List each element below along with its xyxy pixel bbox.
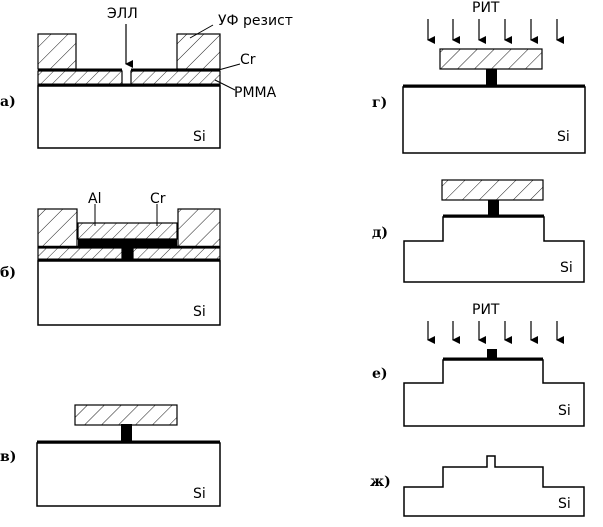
panel-letter: б) (0, 265, 16, 281)
panel-d: Si д) (372, 179, 585, 283)
rie-arrows (427, 321, 564, 344)
substrate-label: Si (557, 129, 570, 145)
uv-resist-right (177, 208, 221, 248)
pmma-layer-left (37, 247, 123, 261)
panel-letter: ж) (370, 474, 391, 490)
substrate-label: Si (193, 486, 206, 502)
cr-mask-layer (77, 222, 178, 240)
si-substrate-mesa (403, 359, 585, 427)
si-substrate (37, 260, 221, 326)
substrate-label: Si (560, 260, 573, 276)
pmma-layer-right (130, 70, 221, 86)
si-substrate (402, 86, 586, 154)
panel-a: ЭЛЛ УФ резист Cr PMMA Si а) (0, 6, 293, 149)
panel-letter: а) (0, 94, 16, 110)
si-substrate-final (403, 455, 585, 517)
leader-line (189, 24, 214, 39)
cr-label: Cr (240, 52, 256, 68)
al-fill (122, 247, 133, 261)
panel-e: РИТ Si е) (372, 302, 585, 427)
cr-mask (441, 179, 544, 201)
si-substrate-mesa (403, 216, 585, 283)
rie-label: РИТ (472, 302, 500, 318)
rie-label: РИТ (472, 0, 500, 16)
uv-resist-left (37, 33, 77, 70)
uv-resist-left (37, 208, 78, 248)
cr-mask (439, 48, 543, 70)
al-layer (78, 239, 177, 246)
si-substrate (36, 442, 221, 507)
panel-letter: г) (372, 95, 387, 111)
ell-label: ЭЛЛ (107, 6, 138, 22)
uv-resist-right (176, 33, 221, 70)
substrate-label: Si (558, 403, 571, 419)
al-pillar (121, 424, 132, 442)
al-pillar (488, 200, 499, 216)
pmma-label: PMMA (234, 85, 277, 101)
substrate-label: Si (193, 129, 206, 145)
al-pillar (486, 69, 497, 86)
panel-b: Al Cr Si б) (0, 191, 221, 326)
al-dot (487, 349, 497, 359)
panel-zh: Si ж) (370, 455, 585, 517)
panel-letter: д) (372, 225, 388, 241)
cr-label: Cr (150, 191, 166, 207)
cr-mask (74, 404, 178, 426)
al-label: Al (88, 191, 101, 207)
pmma-layer-right (132, 247, 221, 261)
si-substrate (37, 85, 221, 149)
panel-letter: е) (372, 366, 388, 382)
leader-line (214, 79, 236, 91)
panel-g: РИТ Si г) (372, 0, 586, 154)
leader-line (214, 63, 241, 72)
uv-resist-label: УФ резист (218, 13, 293, 29)
substrate-label: Si (558, 496, 571, 512)
rie-arrows (427, 19, 564, 44)
pmma-layer-left (37, 70, 123, 86)
panel-letter: в) (0, 449, 16, 465)
panel-v: Si в) (0, 404, 221, 507)
substrate-label: Si (193, 304, 206, 320)
